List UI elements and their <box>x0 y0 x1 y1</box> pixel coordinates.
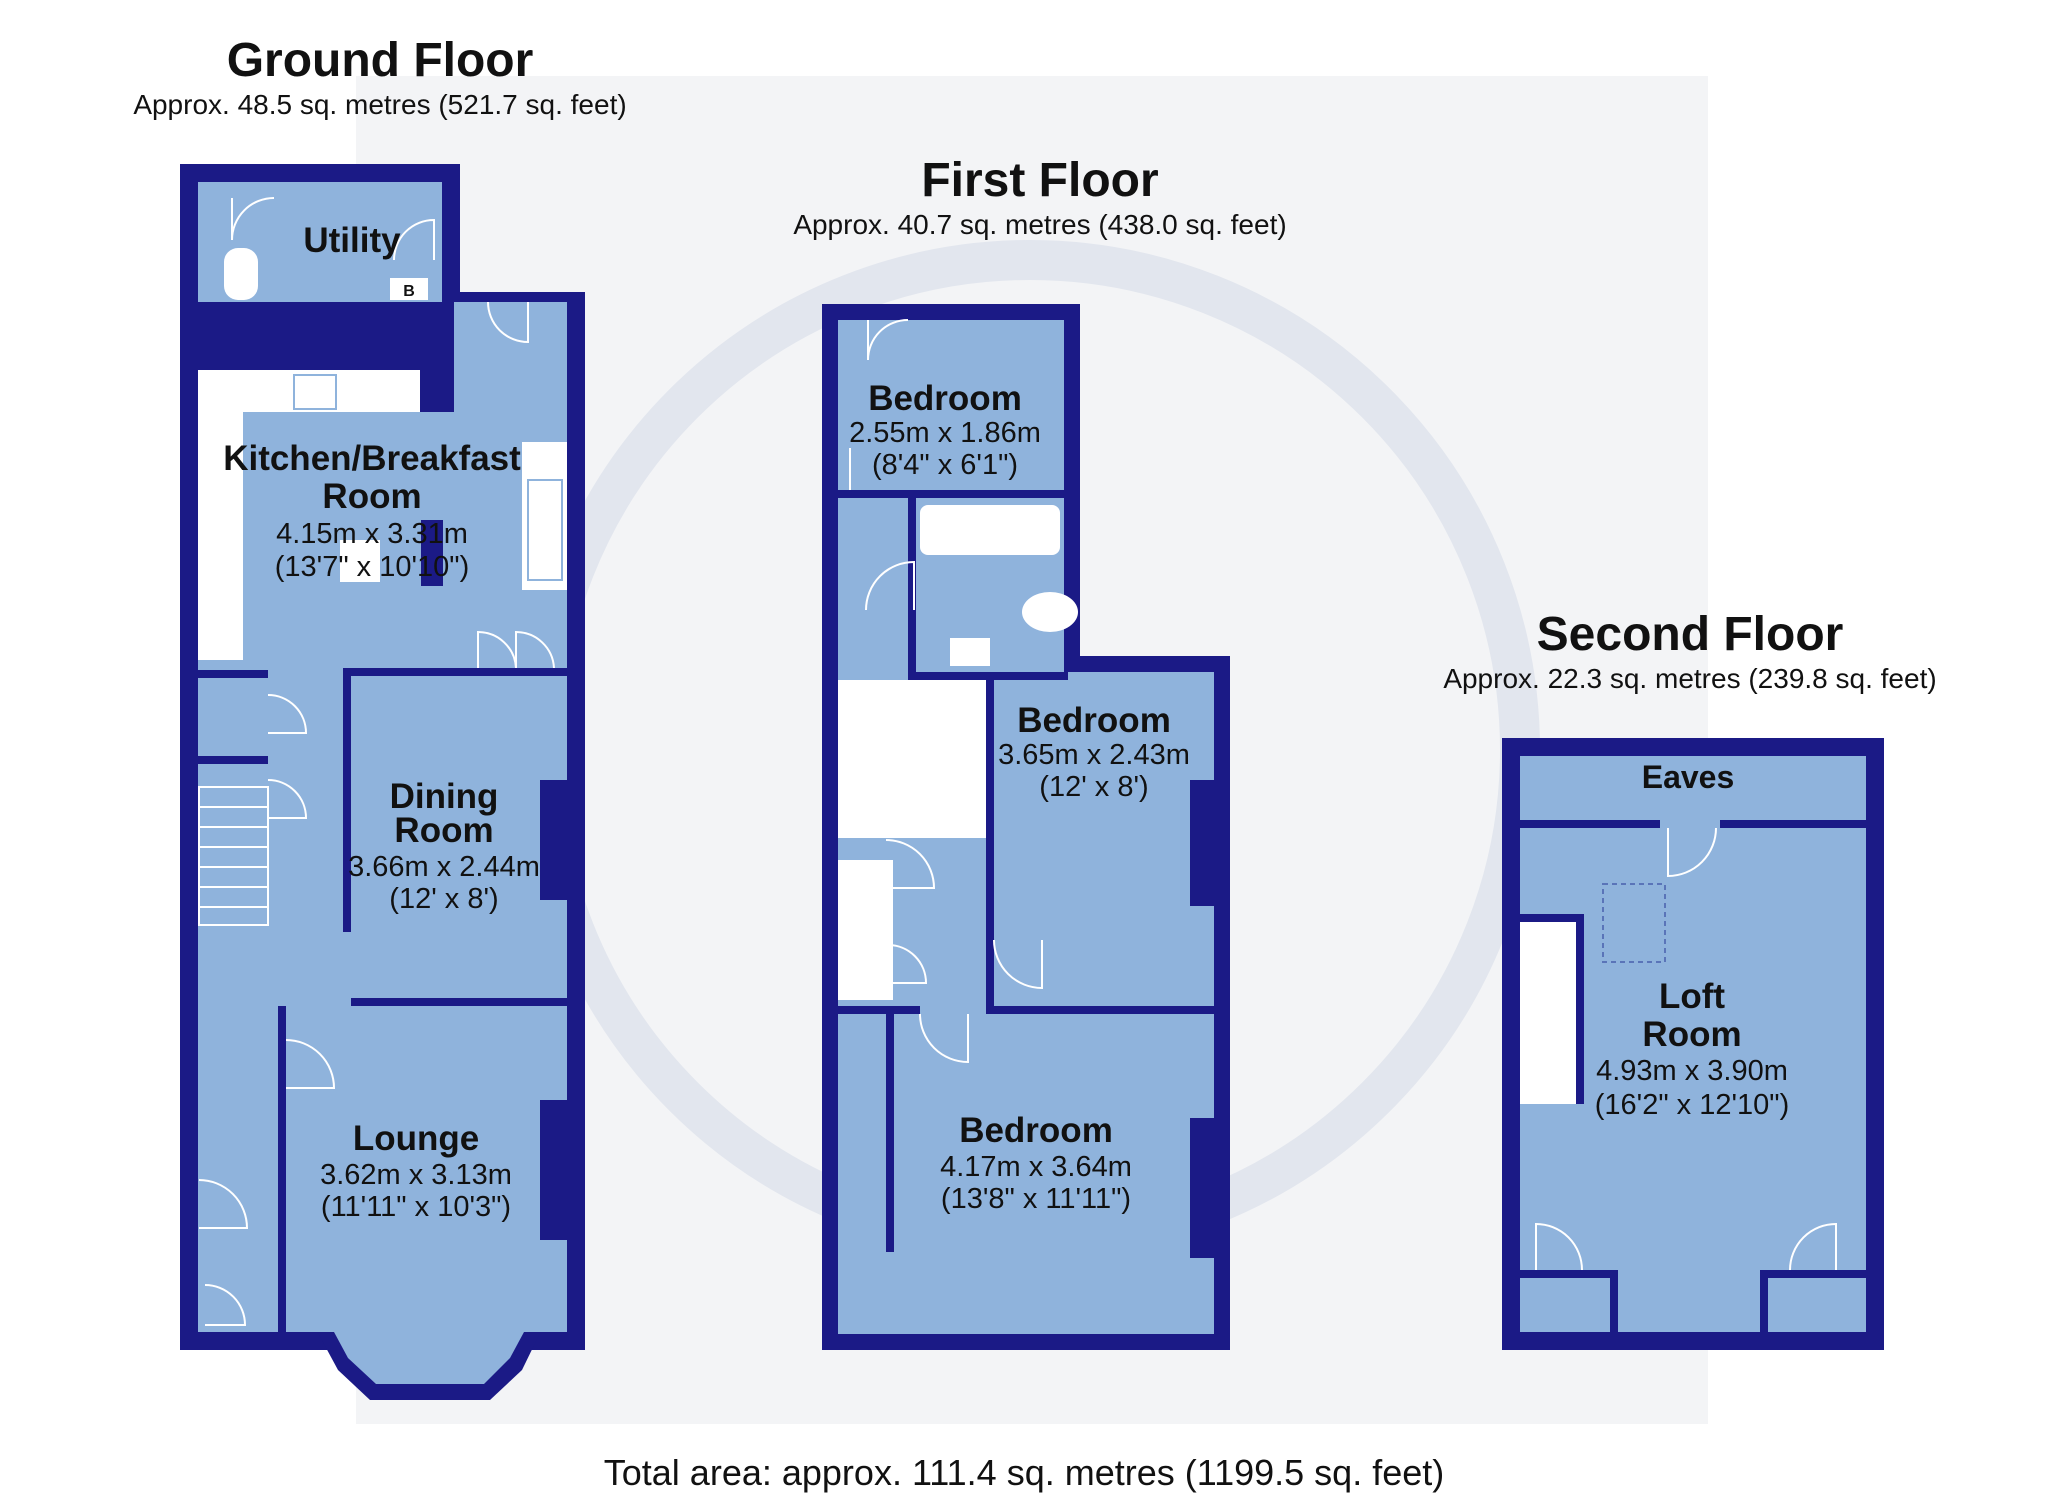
total-area: Total area: approx. 111.4 sq. metres (11… <box>603 1452 1445 1493</box>
second-floor-plan <box>1502 738 1884 1350</box>
first-floor-title: First Floor <box>921 154 1159 207</box>
room-name-bedroom-small: Bedroom <box>868 379 1022 418</box>
first-floor-plan <box>822 304 1230 1350</box>
room-name-kitchen-line1: Kitchen/Breakfast <box>223 439 521 478</box>
room-name-bedroom-middle: Bedroom <box>1017 701 1171 740</box>
ground-floor-labels: Utility Kitchen/Breakfast Room 4.15m x 3… <box>223 221 540 1223</box>
second-floor-area: Approx. 22.3 sq. metres (239.8 sq. feet) <box>1443 663 1937 694</box>
room-imperial-lounge: (11'11" x 10'3") <box>321 1191 511 1223</box>
room-metric-bedroom-small: 2.55m x 1.86m <box>849 417 1041 449</box>
room-metric-bedroom-large: 4.17m x 3.64m <box>940 1151 1132 1183</box>
first-floor-labels: Bedroom 2.55m x 1.86m (8'4" x 6'1") Bedr… <box>849 379 1190 1215</box>
second-floor-title: Second Floor <box>1536 608 1844 661</box>
ground-floor-title: Ground Floor <box>226 34 534 87</box>
room-metric-loft: 4.93m x 3.90m <box>1596 1055 1788 1087</box>
first-floor-header: First Floor Approx. 40.7 sq. metres (438… <box>740 154 1340 242</box>
room-name-loft-line1: Loft <box>1659 977 1725 1016</box>
room-name-eaves: Eaves <box>1642 759 1735 795</box>
room-name-loft-line2: Room <box>1642 1015 1741 1054</box>
ground-floor-plan: B <box>180 164 585 1400</box>
room-imperial-bedroom-large: (13'8" x 11'11") <box>941 1183 1131 1215</box>
room-name-dining-line1: Dining <box>390 777 499 816</box>
room-metric-kitchen: 4.15m x 3.31m <box>276 518 468 550</box>
room-name-kitchen-line2: Room <box>322 477 421 516</box>
room-name-bedroom-large: Bedroom <box>959 1111 1113 1150</box>
room-metric-lounge: 3.62m x 3.13m <box>320 1159 512 1191</box>
first-floor-area: Approx. 40.7 sq. metres (438.0 sq. feet) <box>793 209 1287 240</box>
room-name-dining-line2: Room <box>394 811 493 850</box>
room-imperial-kitchen: (13'7" x 10'10") <box>275 551 470 583</box>
room-imperial-dining: (12' x 8') <box>389 883 498 915</box>
room-imperial-bedroom-small: (8'4" x 6'1") <box>872 449 1018 481</box>
boiler-label: B <box>403 283 415 300</box>
room-imperial-bedroom-middle: (12' x 8') <box>1039 771 1148 803</box>
second-floor-header: Second Floor Approx. 22.3 sq. metres (23… <box>1400 608 1980 696</box>
room-metric-bedroom-middle: 3.65m x 2.43m <box>998 739 1190 771</box>
second-floor-labels: Eaves Loft Room 4.93m x 3.90m (16'2" x 1… <box>1595 759 1790 1121</box>
room-metric-dining: 3.66m x 2.44m <box>348 851 540 883</box>
ground-floor-area: Approx. 48.5 sq. metres (521.7 sq. feet) <box>133 89 627 120</box>
room-name-utility: Utility <box>303 221 401 260</box>
room-imperial-loft: (16'2" x 12'10") <box>1595 1089 1790 1121</box>
room-name-lounge: Lounge <box>353 1119 479 1158</box>
ground-floor-header: Ground Floor Approx. 48.5 sq. metres (52… <box>100 34 660 122</box>
